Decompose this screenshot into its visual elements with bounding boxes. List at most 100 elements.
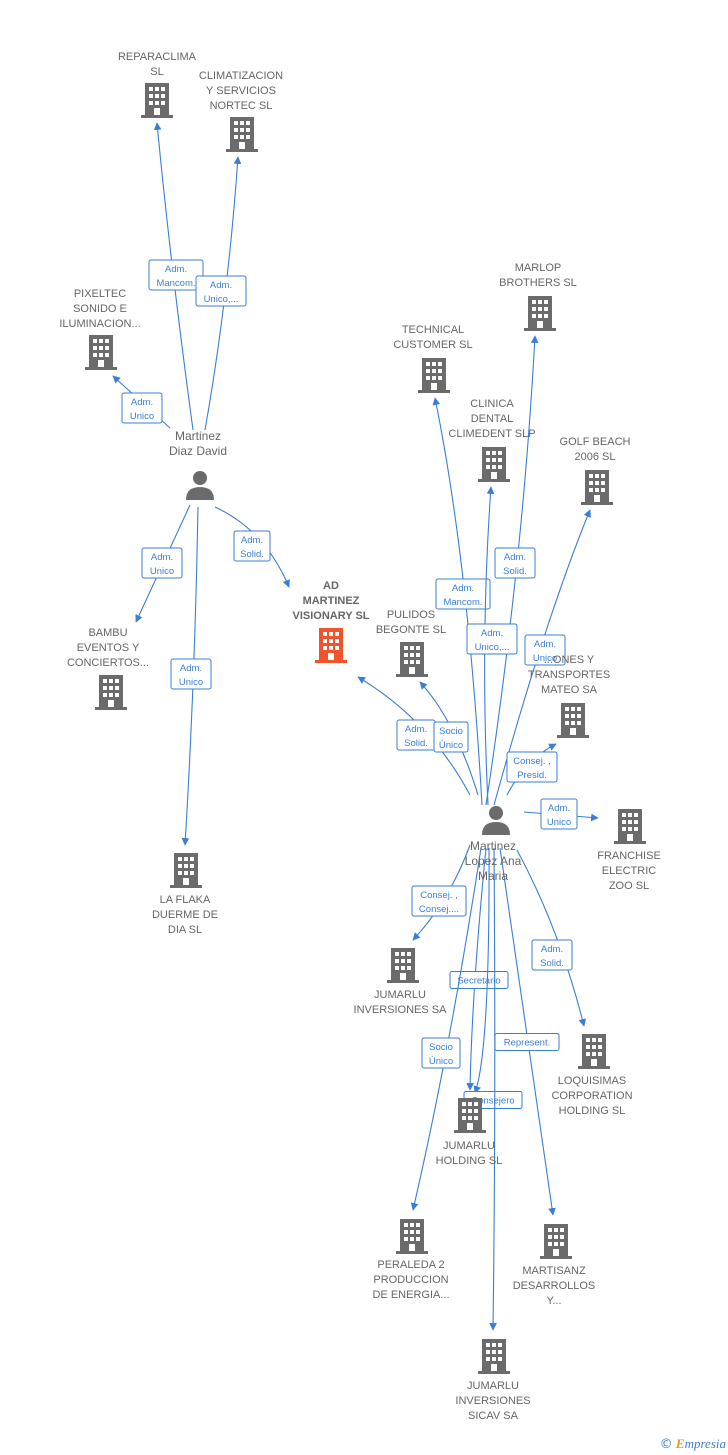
role-label: Mancom.: [443, 597, 482, 608]
building-icon: [315, 628, 347, 663]
node-label: LA FLAKA: [160, 894, 211, 906]
role-label: Solid.: [404, 738, 428, 749]
edge-ana-to-technical: Adm.Mancom.: [432, 397, 491, 806]
building-icon: [85, 335, 117, 370]
role-label: Adm.: [504, 552, 526, 563]
node-label: MARLOP: [515, 262, 561, 274]
node-label: PULIDOS: [387, 609, 435, 621]
role-badge[interactable]: [148, 259, 204, 291]
brand-initial: E: [675, 1436, 685, 1451]
person-icon: [482, 806, 510, 835]
brand-name: mpresia: [684, 1436, 726, 1451]
node-label: SICAV SA: [468, 1410, 519, 1422]
role-label: Adm.: [241, 535, 263, 546]
role-label: Consejero: [471, 1096, 514, 1107]
role-label: Unico: [150, 566, 174, 577]
node-label: FRANCHISE: [597, 850, 661, 862]
role-label: Presid.: [517, 770, 547, 781]
node-label: CLIMATIZACION: [199, 70, 283, 82]
node-label: GOLF BEACH: [560, 436, 631, 448]
role-label: Solid.: [503, 566, 527, 577]
building-icon: [141, 83, 173, 118]
role-badge[interactable]: [411, 885, 467, 917]
node-label: Martinez: [175, 429, 221, 443]
building-icon: [557, 703, 589, 738]
edge-ana-to-loquisimas: Adm.Solid.: [516, 849, 587, 1027]
role-badge[interactable]: [121, 392, 163, 424]
edge-line: [473, 847, 490, 1094]
building-icon: [478, 1339, 510, 1374]
role-badge[interactable]: [195, 275, 247, 307]
role-label: Socio: [429, 1042, 453, 1053]
building-icon: [226, 117, 258, 152]
company-node-golf[interactable]: GOLF BEACH 2006 SL: [560, 436, 631, 505]
role-badge[interactable]: [141, 547, 183, 579]
role-badge[interactable]: [421, 1037, 461, 1069]
node-label: MARTINEZ: [303, 595, 360, 607]
edge-ana-to-jumarlu_inv: Consej. ,Consej....: [411, 844, 471, 941]
node-label: 2006 SL: [575, 451, 616, 463]
edge-david-to-climatizacion: Adm.Unico,...: [195, 156, 247, 431]
building-icon: [396, 1219, 428, 1254]
role-label: Consej. ,: [513, 756, 551, 767]
node-label: MARTISANZ: [522, 1265, 586, 1277]
role-badge[interactable]: [170, 658, 212, 690]
role-label: Unico: [533, 653, 557, 664]
role-badge[interactable]: [540, 798, 578, 830]
node-label: JUMARLU: [374, 989, 426, 1001]
node-label: DENTAL: [471, 413, 514, 425]
role-label: Consej....: [419, 904, 459, 915]
node-label: CLIMEDENT SLP: [448, 428, 535, 440]
role-label: Adm.: [151, 552, 173, 563]
company-node-jumarlu-inv[interactable]: JUMARLU INVERSIONES SA: [354, 948, 448, 1016]
role-badge[interactable]: [233, 530, 271, 562]
building-icon: [614, 809, 646, 844]
building-icon: [524, 296, 556, 331]
role-label: Unico: [179, 677, 203, 688]
role-label: Único: [429, 1056, 453, 1067]
role-badge[interactable]: [433, 721, 469, 753]
role-label: Unico: [547, 817, 571, 828]
node-label: INVERSIONES SA: [354, 1004, 448, 1016]
node-label: SL: [150, 66, 163, 78]
role-badge[interactable]: [466, 623, 518, 655]
edge-david-to-reparaclima: Adm.Mancom.: [148, 122, 204, 431]
role-badge[interactable]: [435, 578, 491, 610]
node-label: JUMARLU: [467, 1380, 519, 1392]
role-badge[interactable]: [531, 939, 573, 971]
role-badge[interactable]: [449, 971, 509, 989]
node-label: JUMARLU: [443, 1140, 495, 1152]
edge-david-to-pixeltec: Adm.Unico: [112, 375, 171, 429]
building-icon: [578, 1034, 610, 1069]
company-node-martisanz[interactable]: MARTISANZDESARROLLOSY...: [513, 1224, 596, 1307]
node-label: Y SERVICIOS: [206, 85, 276, 97]
node-label: HOLDING SL: [559, 1105, 626, 1117]
role-badge[interactable]: [524, 634, 566, 666]
role-badge[interactable]: [506, 751, 558, 783]
role-label: Secretario: [457, 976, 500, 987]
role-label: Adm.: [165, 264, 187, 275]
building-icon: [387, 948, 419, 983]
role-badge[interactable]: [494, 547, 536, 579]
node-label: Maria: [478, 869, 508, 883]
